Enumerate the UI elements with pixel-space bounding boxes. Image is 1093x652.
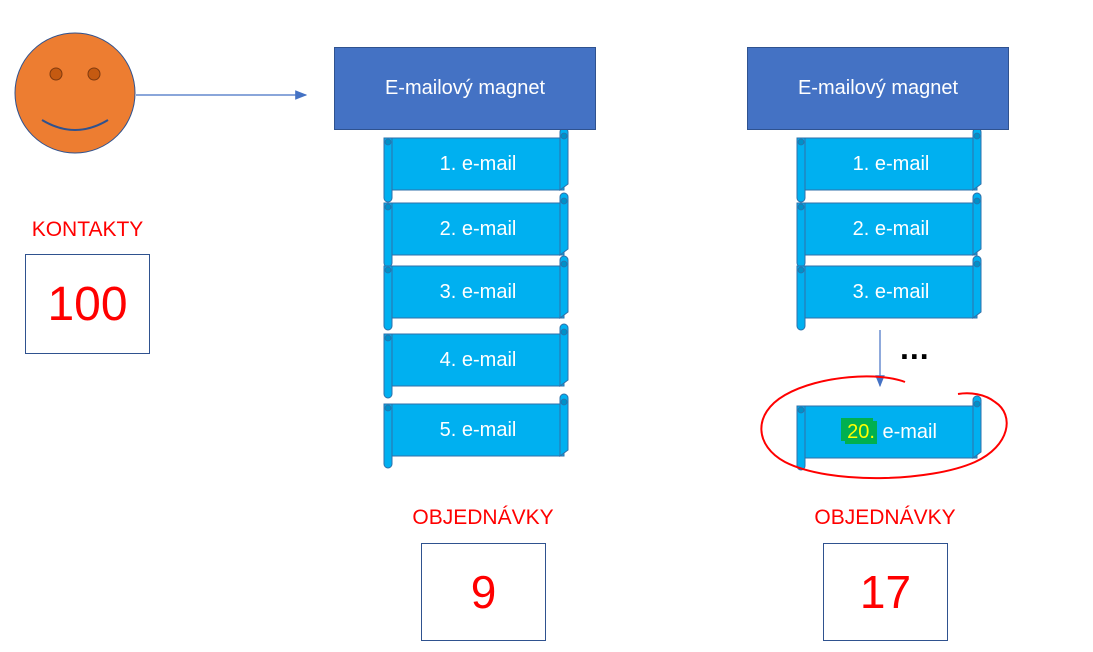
email-item: 3. e-mail [439,280,517,303]
contacts-counter: 100 [25,254,150,354]
orders-label-left: OBJEDNÁVKY [412,506,554,529]
highlighted-number: 20. [845,420,877,444]
orders-counter-left: 9 [421,543,546,641]
email-item: 3. e-mail [852,280,930,303]
orders-label-right: OBJEDNÁVKY [814,506,956,529]
highlight-circle [760,375,1008,480]
email-item: 1. e-mail [852,152,930,175]
ellipsis: ... [900,330,930,366]
email-item-20-label: e-mail [876,420,937,443]
email-item-20: 20. e-mail [805,406,977,458]
email-item: 2. e-mail [439,217,517,240]
email-item: 1. e-mail [439,152,517,175]
email-magnet-right: E-mailový magnet [747,47,1009,130]
smiley-face-icon [14,32,136,154]
email-magnet-left: E-mailový magnet [334,47,596,130]
email-item: 5. e-mail [439,418,517,441]
contacts-label: KONTAKTY [31,218,144,241]
orders-counter-right: 17 [823,543,948,641]
email-item: 2. e-mail [852,217,930,240]
email-item: 4. e-mail [439,348,517,371]
